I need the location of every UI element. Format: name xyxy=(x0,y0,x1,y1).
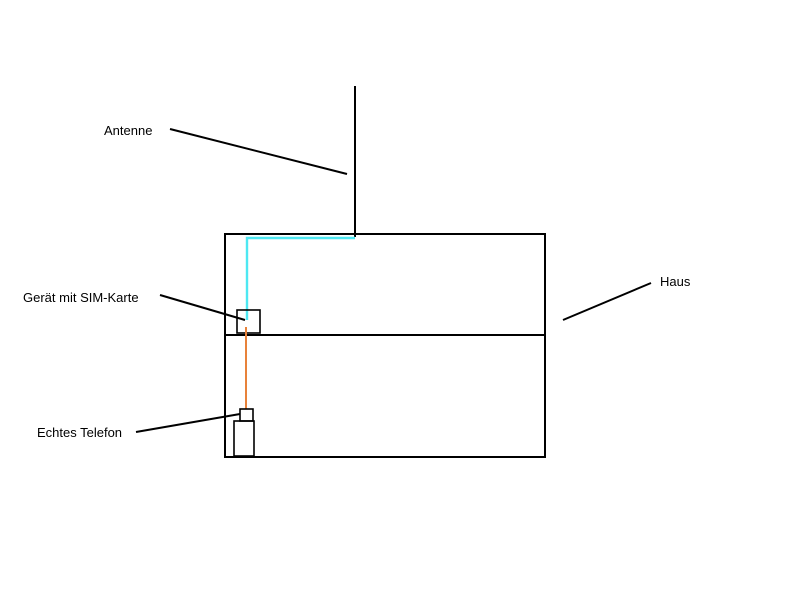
phone-body xyxy=(233,420,255,457)
sim-device-leader-line xyxy=(159,294,246,321)
sim-device-box xyxy=(236,309,261,334)
house-leader-line xyxy=(562,282,652,321)
phone-handset xyxy=(239,408,254,422)
real-phone xyxy=(233,408,255,457)
house-outline xyxy=(224,233,546,458)
sim-device-label: Gerät mit SIM-Karte xyxy=(23,290,139,305)
house xyxy=(224,233,546,458)
antenna-leader-line xyxy=(169,128,348,175)
real-phone-leader-line xyxy=(135,413,241,433)
house-label: Haus xyxy=(660,274,691,289)
antenna-label: Antenne xyxy=(104,123,152,138)
antenna-cable xyxy=(245,236,355,320)
real-phone-label: Echtes Telefon xyxy=(37,425,122,440)
